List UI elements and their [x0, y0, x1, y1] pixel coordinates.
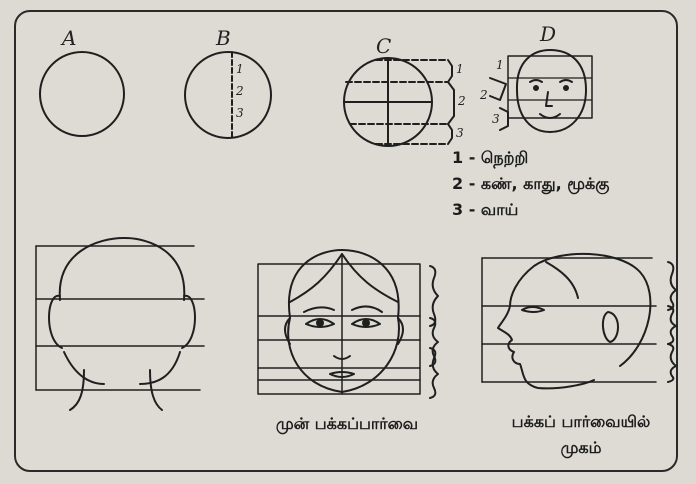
label-b: B: [216, 26, 231, 50]
caption-front-view: முன் பக்கப்பார்வை: [262, 414, 432, 435]
b-mark-2: 2: [236, 84, 244, 98]
face-side: [482, 254, 676, 389]
d-mark-2: 2: [480, 88, 488, 102]
legend-item-1: 1 - நெற்றி: [452, 148, 528, 169]
legend-item-2: 2 - கண், காது, மூக்கு: [452, 174, 609, 195]
d-mark-3: 3: [492, 112, 500, 126]
circle-a: [40, 52, 124, 136]
c-mark-2: 2: [458, 94, 466, 108]
face-front: [258, 250, 438, 398]
label-a: A: [62, 26, 76, 50]
circle-c: [344, 58, 454, 146]
d-mark-1: 1: [496, 58, 504, 72]
head-back: [36, 238, 204, 410]
b-mark-3: 3: [236, 106, 244, 120]
c-mark-3: 3: [456, 126, 464, 140]
label-c: C: [376, 34, 391, 58]
caption-side-view-line2: முகம்: [486, 438, 676, 459]
label-d: D: [540, 22, 556, 46]
legend-item-3: 3 - வாய்: [452, 200, 518, 221]
face-d: [490, 50, 592, 132]
circle-b: [185, 52, 271, 138]
c-mark-1: 1: [456, 62, 464, 76]
b-mark-1: 1: [236, 62, 244, 76]
caption-side-view-line1: பக்கப் பார்வையில்: [486, 412, 676, 433]
